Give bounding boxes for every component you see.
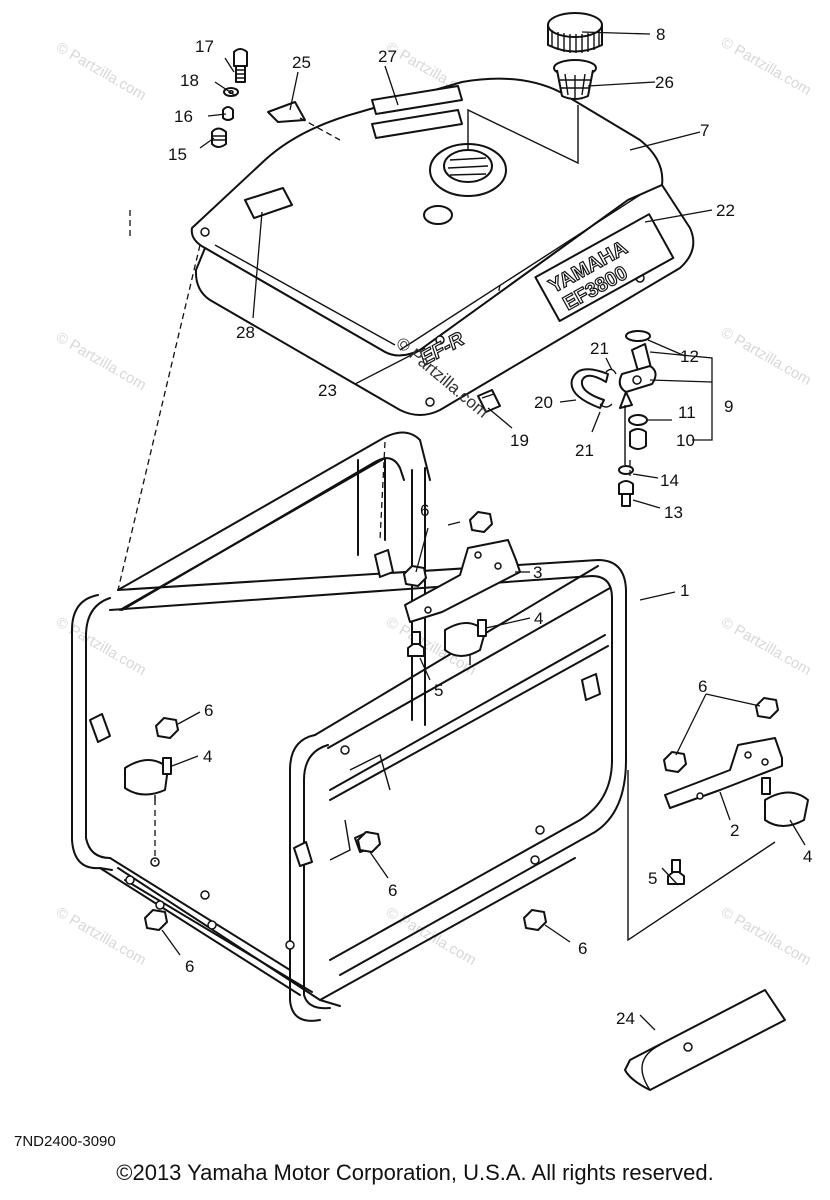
callout-12: 12 — [680, 347, 699, 366]
tank-strap — [267, 101, 306, 123]
nuts — [144, 511, 779, 931]
fuel-strainer — [553, 59, 597, 100]
callout-17: 17 — [195, 37, 214, 56]
callout-25: 25 — [292, 53, 311, 72]
callout-6c: 6 — [698, 677, 707, 696]
callout-13: 13 — [664, 503, 683, 522]
callout-24: 24 — [616, 1009, 635, 1028]
callout-9: 9 — [724, 397, 733, 416]
callout-22: 22 — [716, 201, 735, 220]
callout-4c: 4 — [803, 847, 812, 866]
callout-20: 20 — [534, 393, 553, 412]
fuel-tank: YAMAHA EF3800 EF-R — [190, 77, 695, 416]
frame — [71, 431, 627, 1022]
callout-5a: 5 — [434, 681, 443, 700]
callout-14: 14 — [660, 471, 679, 490]
callout-6d: 6 — [388, 881, 397, 900]
watermark: © Partzilla.com — [53, 329, 149, 394]
callout-4b: 4 — [203, 747, 212, 766]
watermark: © Partzilla.com — [383, 904, 479, 969]
copyright-notice: ©2013 Yamaha Motor Corporation, U.S.A. A… — [116, 1160, 714, 1185]
watermark: © Partzilla.com — [718, 614, 814, 679]
callout-6a: 6 — [420, 501, 429, 520]
callout-18: 18 — [180, 71, 199, 90]
callout-numbers: 8 26 7 22 27 25 17 18 16 15 28 23 19 20 … — [168, 25, 812, 1028]
callout-8: 8 — [656, 25, 665, 44]
bolts — [407, 631, 685, 885]
callout-21b: 21 — [575, 441, 594, 460]
diagram-code: 7ND2400-3090 — [14, 1133, 116, 1150]
callout-26: 26 — [655, 73, 674, 92]
mount-bracket-2 — [664, 737, 783, 809]
callout-4a: 4 — [534, 609, 543, 628]
label-recess-27 — [371, 85, 463, 115]
callout-28: 28 — [236, 323, 255, 342]
watermark: © Partzilla.com — [53, 614, 149, 679]
callout-1: 1 — [680, 581, 689, 600]
watermark: © Partzilla.com — [718, 904, 814, 969]
damper-4c — [761, 777, 809, 827]
mount-bracket-3 — [404, 539, 521, 623]
watermark: © Partzilla.com — [53, 39, 149, 104]
callout-15: 15 — [168, 145, 187, 164]
tank-bolt-set — [211, 48, 248, 148]
watermark: © Partzilla.com — [53, 904, 149, 969]
callout-5b: 5 — [648, 869, 657, 888]
callout-21a: 21 — [590, 339, 609, 358]
insulator-sheet — [624, 989, 786, 1091]
callout-10: 10 — [676, 431, 695, 450]
callout-19: 19 — [510, 431, 529, 450]
watermark: © Partzilla.com — [718, 324, 814, 389]
damper-4b — [124, 757, 172, 805]
callout-6e: 6 — [185, 957, 194, 976]
label-recess-28 — [244, 187, 293, 219]
leader-lines — [161, 31, 806, 1031]
callout-3: 3 — [533, 563, 542, 582]
callout-7: 7 — [700, 121, 709, 140]
callout-6b: 6 — [204, 701, 213, 720]
callout-16: 16 — [174, 107, 193, 126]
callout-23: 23 — [318, 381, 337, 400]
callout-11: 11 — [678, 403, 696, 422]
callout-27: 27 — [378, 47, 397, 66]
callout-2: 2 — [730, 821, 739, 840]
parts-diagram: © Partzilla.com © Partzilla.com © Partzi… — [14, 12, 814, 1150]
watermark: © Partzilla.com — [718, 34, 814, 99]
callout-6f: 6 — [578, 939, 587, 958]
